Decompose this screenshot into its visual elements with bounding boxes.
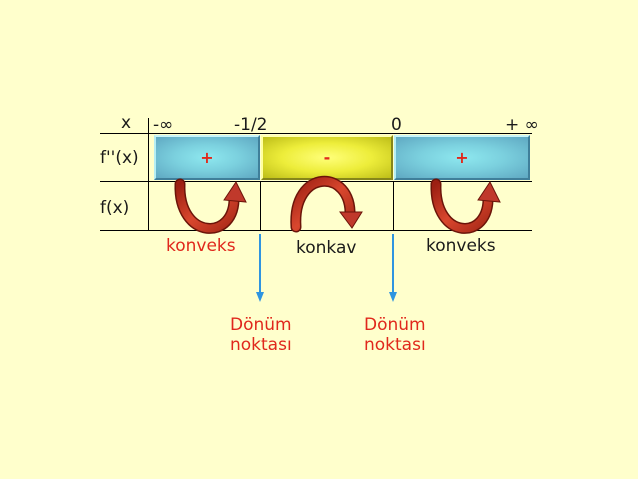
convex-arrow-icon <box>430 178 501 234</box>
sign-negative-interval2: - <box>323 148 331 167</box>
neg-half-divider <box>260 181 261 230</box>
bottom-rule <box>100 230 532 231</box>
concavity-label-interval1: konveks <box>166 236 236 256</box>
sign-positive-interval1: + <box>200 148 214 167</box>
label-divider <box>148 118 149 231</box>
inflection-label-right-line1: Dönüm <box>364 315 426 335</box>
function-row-label: f(x) <box>100 198 130 218</box>
inflection-label-right: Dönüm noktası <box>364 315 426 356</box>
x-row-label: x <box>121 113 132 133</box>
sign-cell-interval2: - <box>261 135 393 180</box>
x-value-zero: 0 <box>391 115 402 135</box>
sign-positive-interval3: + <box>455 148 469 167</box>
inflection-pointer-right <box>389 234 397 302</box>
zero-divider <box>393 181 394 230</box>
convex-arrow-icon <box>174 178 247 234</box>
top-rule <box>100 133 532 134</box>
inflection-label-right-line2: noktası <box>364 335 426 356</box>
concavity-label-interval3: konveks <box>426 236 496 256</box>
x-value-neg-half: -1/2 <box>234 115 268 135</box>
inflection-label-left: Dönüm noktası <box>230 315 292 356</box>
concave-arrow-icon <box>290 175 363 233</box>
inflection-label-left-line2: noktası <box>230 335 292 356</box>
sign-cell-interval1: + <box>154 135 260 180</box>
x-value-pos-infinity: + ∞ <box>505 115 539 135</box>
inflection-label-left-line1: Dönüm <box>230 315 292 335</box>
second-derivative-row-label: f''(x) <box>100 148 139 168</box>
concavity-label-interval2: konkav <box>296 238 357 258</box>
inflection-pointer-left <box>256 234 264 302</box>
sign-cell-interval3: + <box>394 135 530 180</box>
x-value-neg-infinity: -∞ <box>153 115 174 135</box>
